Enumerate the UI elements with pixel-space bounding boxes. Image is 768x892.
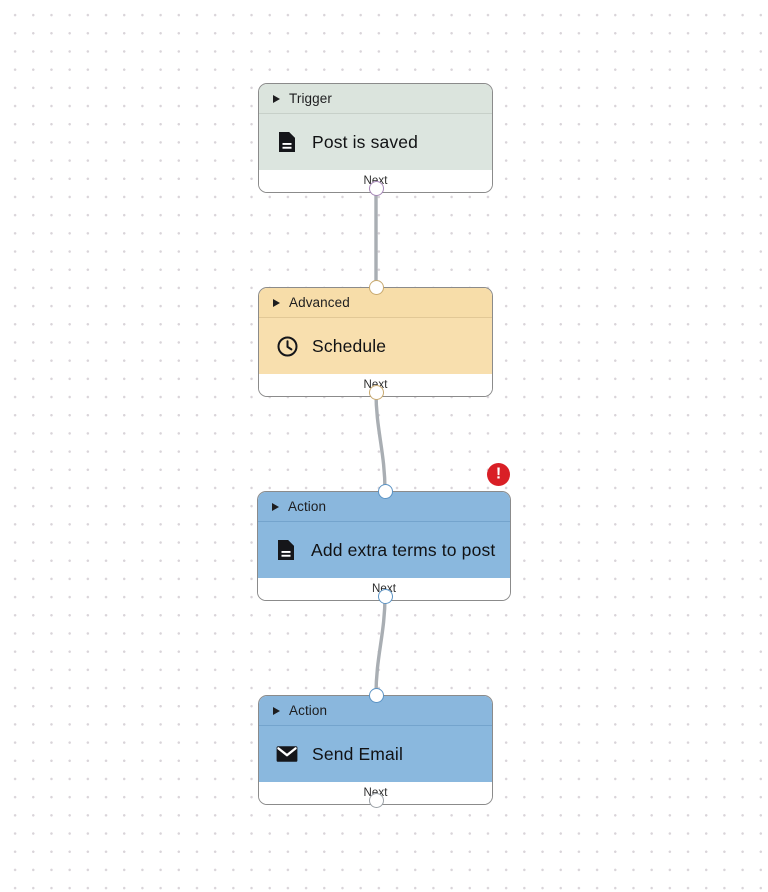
node-header-trigger[interactable]: Trigger bbox=[259, 84, 492, 113]
node-body-advanced[interactable]: Schedule bbox=[259, 318, 492, 374]
wire-action1-to-action2 bbox=[374, 594, 387, 697]
node-divider bbox=[259, 725, 492, 726]
port-out-trigger[interactable] bbox=[368, 180, 384, 196]
port-in-advanced[interactable] bbox=[368, 279, 384, 295]
node-title: Add extra terms to post bbox=[311, 539, 496, 560]
node-category-label: Action bbox=[288, 499, 327, 514]
disclosure-triangle-icon[interactable] bbox=[273, 298, 280, 307]
node-body-action[interactable]: Send Email bbox=[259, 726, 492, 782]
port-out-advanced[interactable] bbox=[368, 384, 384, 400]
workflow-node-action-add-extra-terms[interactable]: Action Add extra terms to post Next bbox=[257, 491, 511, 601]
disclosure-triangle-icon[interactable] bbox=[273, 706, 280, 715]
node-title: Schedule bbox=[312, 335, 387, 356]
workflow-node-trigger[interactable]: Trigger Post is saved Next bbox=[258, 83, 493, 193]
disclosure-triangle-icon[interactable] bbox=[273, 94, 280, 103]
clock-icon bbox=[276, 334, 298, 358]
node-divider bbox=[259, 317, 492, 318]
envelope-icon bbox=[276, 742, 298, 766]
port-out-action-add-extra-terms[interactable] bbox=[377, 588, 393, 604]
node-title: Post is saved bbox=[312, 131, 419, 152]
port-out-action-send-email[interactable] bbox=[368, 792, 384, 808]
node-category-label: Action bbox=[289, 703, 328, 718]
document-icon bbox=[276, 130, 298, 154]
wire-advanced-to-action1 bbox=[374, 390, 387, 493]
node-category-label: Trigger bbox=[289, 91, 332, 106]
node-body-action[interactable]: Add extra terms to post bbox=[258, 522, 510, 578]
workflow-node-advanced[interactable]: Advanced Schedule Next bbox=[258, 287, 493, 397]
port-in-action-add-extra-terms[interactable] bbox=[377, 483, 393, 499]
workflow-node-action-send-email[interactable]: Action Send Email Next bbox=[258, 695, 493, 805]
error-badge-icon[interactable]: ! bbox=[487, 463, 510, 486]
port-in-action-send-email[interactable] bbox=[368, 687, 384, 703]
error-badge-symbol: ! bbox=[495, 465, 502, 482]
node-body-trigger[interactable]: Post is saved bbox=[259, 114, 492, 170]
node-divider bbox=[258, 521, 510, 522]
node-category-label: Advanced bbox=[289, 295, 350, 310]
node-title: Send Email bbox=[312, 743, 403, 764]
document-icon bbox=[275, 538, 297, 562]
disclosure-triangle-icon[interactable] bbox=[272, 502, 279, 511]
node-divider bbox=[259, 113, 492, 114]
